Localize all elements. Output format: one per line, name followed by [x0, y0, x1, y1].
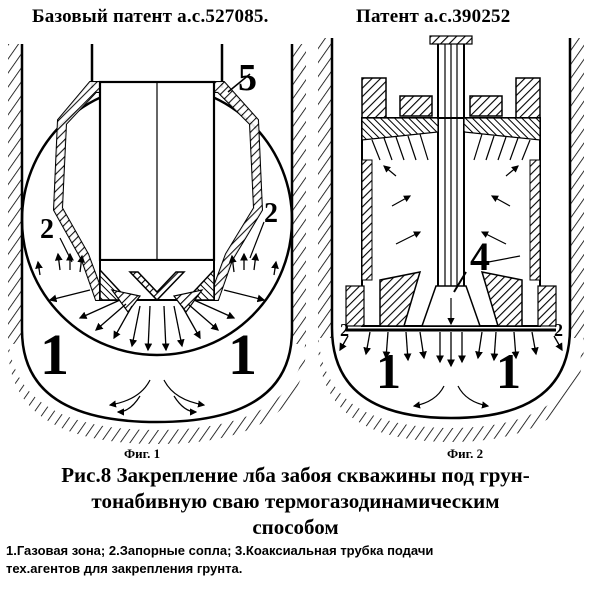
fig2-soil-left: [318, 38, 332, 338]
figures-drawing: 5 2 2 1 1: [8, 35, 584, 444]
fig2-label-2-left: 2: [340, 320, 349, 340]
fig2-label-1-left: 1: [376, 343, 401, 399]
fig1-label-2-left: 2: [40, 214, 54, 245]
figure-title-line-2: тонабивную сваю термогазодинамическим: [91, 489, 500, 513]
fig2-label-2-right: 2: [554, 320, 563, 340]
fig2-label-1-right: 1: [496, 343, 521, 399]
fig1-caption: Фиг. 1: [124, 446, 161, 461]
fig1-label-1-left: 1: [40, 322, 69, 387]
figure-title-prefix: Рис.: [61, 463, 101, 487]
fig1-label-5: 5: [238, 57, 257, 99]
fig1-soil-right: [292, 44, 306, 344]
header-right-title: Патент а.с.390252: [356, 6, 511, 27]
fig2-label-4: 4: [470, 234, 490, 279]
header-left-title: Базовый патент а.с.527085.: [32, 6, 269, 27]
fig1-jet-arrows: [35, 252, 279, 352]
legend-line-2: тех.агентов для закрепления грунта.: [6, 561, 243, 576]
figure-title-line-1: Рис.8 Закрепление лба забоя скважины под…: [0, 462, 591, 488]
legend-line-1: 1.Газовая зона; 2.Запорные сопла; 3.Коак…: [6, 543, 434, 558]
figure-title-line-3: способом: [252, 515, 339, 539]
figure-1: [8, 44, 306, 444]
fig1-borehole-outline: [20, 44, 294, 424]
figure-title-number: 8: [100, 463, 112, 487]
fig2-soil-right: [570, 38, 584, 338]
figure-title: Рис.8 Закрепление лба забоя скважины под…: [0, 462, 591, 540]
figure-2: [318, 35, 584, 442]
figure-title-text-1: Закрепление лба забоя скважины под грун-: [116, 463, 530, 487]
fig1-soil-left: [8, 44, 22, 344]
fig2-jet-arrows: [339, 331, 563, 368]
fig1-label-1-right: 1: [228, 322, 257, 387]
legend: 1.Газовая зона; 2.Запорные сопла; 3.Коак…: [6, 542, 586, 578]
fig2-caption: Фиг. 2: [447, 446, 484, 461]
fig1-swirl-arrows: [108, 379, 206, 416]
fig2-swirl-arrows: [412, 385, 490, 409]
fig2-borehole-outline: [330, 38, 572, 420]
fig2-flow-arrows: [383, 165, 519, 326]
fig1-label-2-right: 2: [264, 198, 278, 229]
